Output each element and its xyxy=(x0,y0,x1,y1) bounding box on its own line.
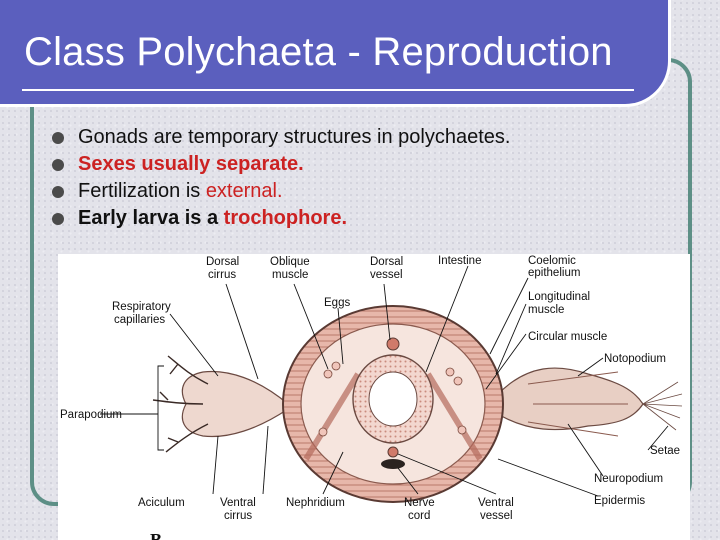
right-parapodium xyxy=(497,367,683,437)
label-nerve-cord-2: cord xyxy=(408,510,430,522)
figure-labels: Dorsal cirrus Oblique muscle Dorsal vess… xyxy=(60,255,680,540)
label-oblique-muscle: Oblique xyxy=(270,256,310,268)
bullet-dot-icon xyxy=(52,213,64,225)
label-coelomic-epithelium: Coelomic xyxy=(528,255,576,267)
panel-letter: B xyxy=(150,530,162,540)
bullet-item: Fertilization is external. xyxy=(52,178,510,205)
label-notopodium: Notopodium xyxy=(604,353,666,365)
label-setae: Setae xyxy=(650,445,680,457)
label-eggs: Eggs xyxy=(324,297,350,309)
polychaete-cross-section-figure: Dorsal cirrus Oblique muscle Dorsal vess… xyxy=(58,254,690,540)
label-oblique-muscle-2: muscle xyxy=(272,269,308,281)
oblique-muscles xyxy=(303,372,483,461)
label-dorsal-cirrus: Dorsal xyxy=(206,256,239,268)
label-ventral-vessel-2: vessel xyxy=(480,510,513,522)
label-coelomic-epithelium-2: epithelium xyxy=(528,267,580,279)
leader-lines xyxy=(100,265,669,497)
bullet-item: Sexes usually separate. xyxy=(52,151,510,178)
ventral-vessel xyxy=(387,446,399,458)
label-nephridium: Nephridium xyxy=(286,497,345,509)
label-circular-muscle: Circular muscle xyxy=(528,331,607,343)
label-respiratory-capillaries: Respiratory xyxy=(112,301,171,313)
label-ventral-vessel: Ventral xyxy=(478,497,514,509)
label-intestine: Intestine xyxy=(438,255,481,267)
label-respiratory-capillaries-2: capillaries xyxy=(114,314,165,326)
nerve-cord xyxy=(381,459,405,469)
bullet-text: Fertilization is xyxy=(78,180,206,202)
bullet-dot-icon xyxy=(52,186,64,198)
title-bar: Class Polychaeta - Reproduction xyxy=(0,0,671,107)
label-epidermis: Epidermis xyxy=(594,495,645,507)
slide-title: Class Polychaeta - Reproduction xyxy=(24,30,613,74)
bullet-text: Early larva is a xyxy=(78,207,224,229)
label-neuropodium: Neuropodium xyxy=(594,473,663,485)
bullet-list: Gonads are temporary structures in polyc… xyxy=(52,124,510,232)
label-parapodium: Parapodium xyxy=(60,409,122,421)
label-dorsal-vessel-2: vessel xyxy=(370,269,403,281)
bullet-item: Gonads are temporary structures in polyc… xyxy=(52,124,510,151)
bullet-dot-icon xyxy=(52,132,64,144)
label-ventral-cirrus: Ventral xyxy=(220,497,256,509)
bullet-text: Sexes usually separate. xyxy=(78,153,304,175)
bullet-item: Early larva is a trochophore. xyxy=(52,205,510,232)
label-dorsal-vessel: Dorsal xyxy=(370,256,403,268)
label-ventral-cirrus-2: cirrus xyxy=(224,510,252,522)
parapodium-bracket xyxy=(157,365,164,451)
bullet-highlight: external. xyxy=(205,180,283,202)
cross-section-diagram: Dorsal cirrus Oblique muscle Dorsal vess… xyxy=(60,255,683,540)
label-nerve-cord: Nerve xyxy=(404,497,435,509)
left-parapodium xyxy=(152,355,289,453)
bullet-text: Gonads are temporary structures in polyc… xyxy=(78,126,511,148)
label-longitudinal-muscle: Longitudinal xyxy=(528,291,590,303)
bullet-highlight: trochophore. xyxy=(223,207,348,229)
label-aciculum: Aciculum xyxy=(138,497,185,509)
dorsal-vessel xyxy=(386,337,400,351)
label-dorsal-cirrus-2: cirrus xyxy=(208,269,236,281)
label-longitudinal-muscle-2: muscle xyxy=(528,304,564,316)
bullet-dot-icon xyxy=(52,159,64,171)
eggs xyxy=(318,361,467,437)
